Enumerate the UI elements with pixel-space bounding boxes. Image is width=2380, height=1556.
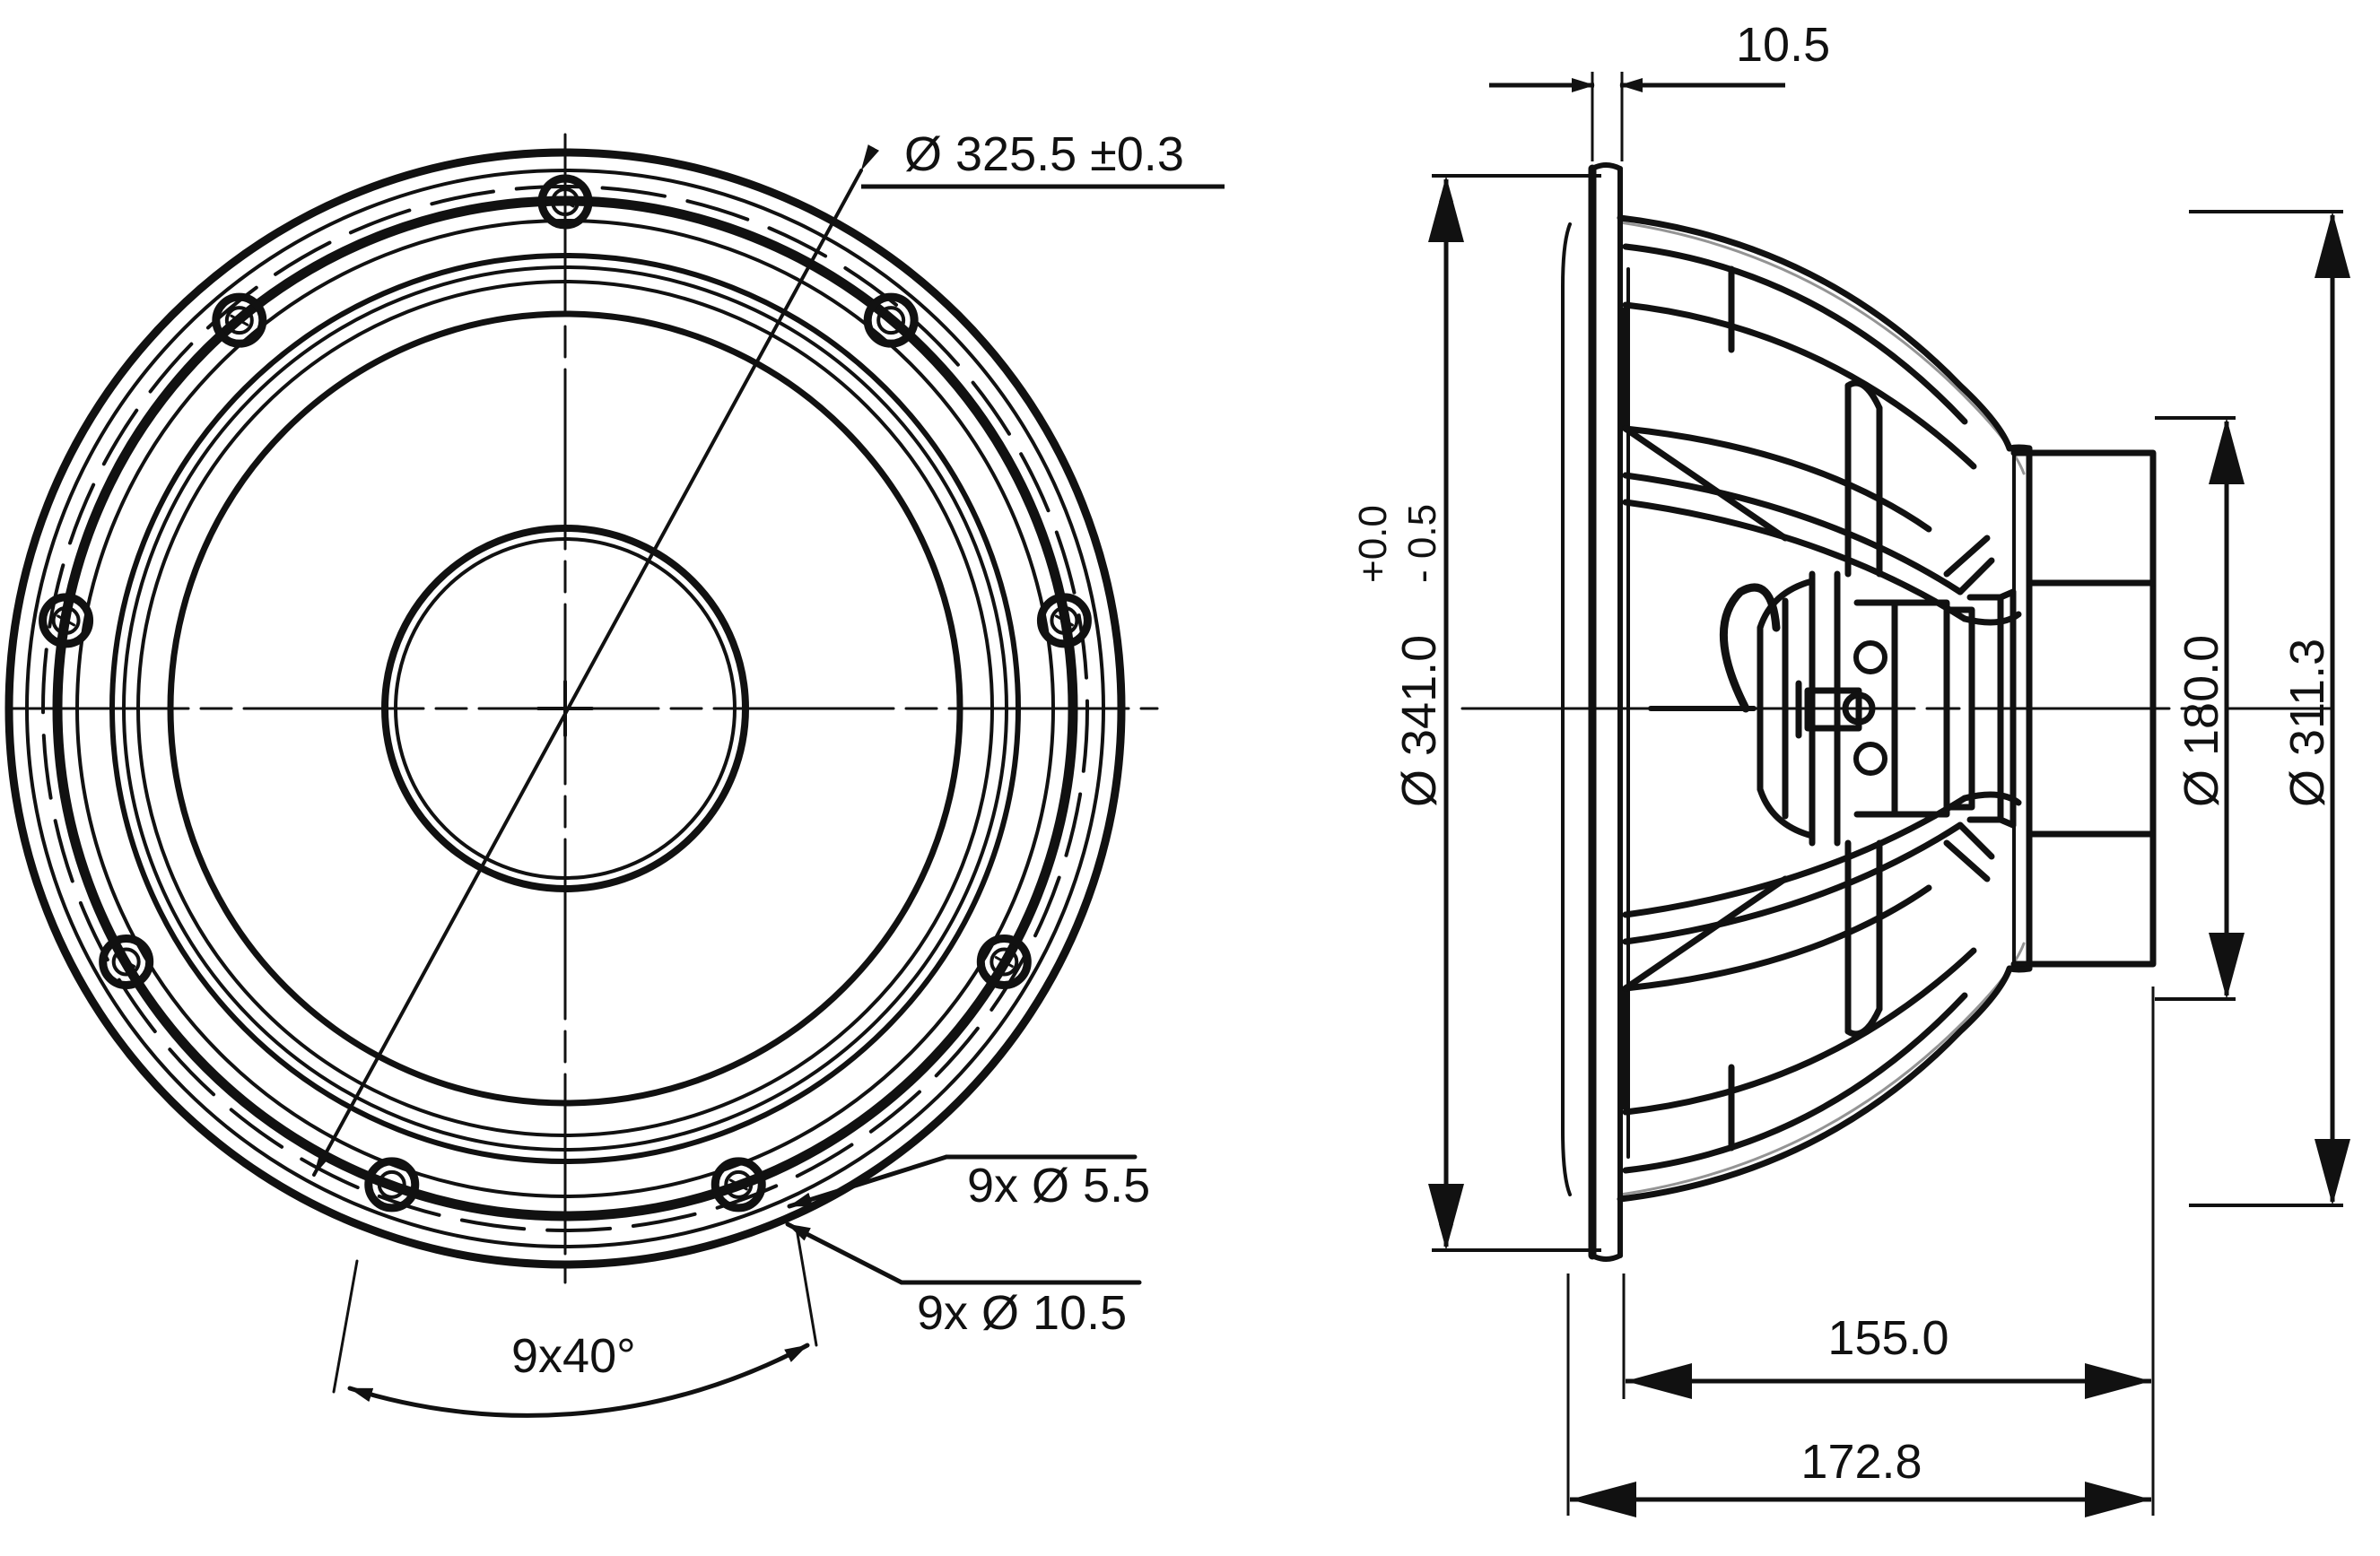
dim-overall-arrowheads [1428,176,1464,1250]
magnet-back-plate [2006,444,2157,973]
dim-cone-diameter-line [2189,210,2343,1207]
dim-depth-inner-arrowheads [1626,1363,2151,1399]
dim-depth-inner: 155.0 [1827,1311,1948,1365]
mounting-hole-bore [111,947,141,977]
mounting-hole [39,593,94,648]
dim-cone-arrowheads [2315,212,2350,1205]
cone-profile [1617,214,2026,1203]
dim-magnet-diameter-line [2155,416,2236,1001]
mounting-hole [1036,593,1092,648]
bolt-circle-leader [312,144,880,1177]
dim-tolerance-minus: - 0.5 [1400,504,1444,583]
dim-hole-small: 9x Ø 5.5 [967,1159,1150,1213]
mounting-hole-bore [51,605,81,635]
mounting-hole-mark [881,314,901,326]
mounting-hole-counterbore [99,934,154,989]
pole-piece-detail [1795,680,1876,739]
mounting-hole-mark [57,614,76,627]
side-view-dimensions [1428,72,2350,1517]
lead-wire [1719,583,1781,713]
mounting-hole-counterbore [976,934,1032,989]
dim-overall-diameter: Ø 341.0 [1392,635,1446,807]
dim-depth-overall-arrowheads [1570,1482,2151,1517]
front-view [4,133,1159,1418]
mounting-hole-mark [994,956,1014,968]
terminal-holes [1853,640,1887,776]
mounting-hole-mark [230,314,249,326]
mounting-hole [976,934,1032,989]
mounting-hole-bore [224,306,254,335]
mounting-hole-mark [728,1178,748,1191]
hole-callout-leaders [785,1154,1142,1285]
basket-struts-lower [1622,791,2022,1174]
dim-bolt-circle: Ø 325.5 ±0.3 [904,127,1184,181]
side-section-view [1460,162,2334,1262]
mounting-hole-mark [1054,614,1074,627]
mounting-hole-bore [989,947,1019,977]
angle-dimension-arc [332,1227,818,1418]
dim-magnet-arrowheads [2209,418,2245,999]
dim-cone-diameter: Ø 311.3 [2280,639,2334,807]
mounting-hole-counterbore [1036,593,1092,648]
mounting-hole [99,934,154,989]
dim-depth-overall-line [1566,1273,2155,1516]
dim-flange-thickness: 10.5 [1736,18,1830,72]
side-view-labels: 10.5 Ø 341.0 +0.0 - 0.5 Ø 180.0 Ø 311.3 … [1351,18,2334,1489]
dim-tolerance-plus: +0.0 [1351,505,1395,583]
dim-flange-thickness-line [1489,72,1785,161]
dim-angle: 9x40° [511,1329,636,1383]
mounting-hole-bore [1050,605,1079,635]
mounting-hole-counterbore [39,593,94,648]
front-view-labels: Ø 325.5 ±0.3 9x Ø 5.5 9x Ø 10.5 9x40° [511,127,1225,1383]
dim-depth-inner-line [1622,987,2155,1399]
voice-coil-assembly [1757,570,1841,847]
dim-hole-large: 9x Ø 10.5 [917,1286,1127,1340]
dim-magnet-diameter: Ø 180.0 [2175,635,2228,807]
mounting-hole-mark [382,1178,402,1191]
mounting-hole-mark [117,956,136,968]
mounting-hole-counterbore [212,292,267,348]
dim-depth-overall: 172.8 [1800,1435,1922,1489]
mounting-hole [212,292,267,348]
